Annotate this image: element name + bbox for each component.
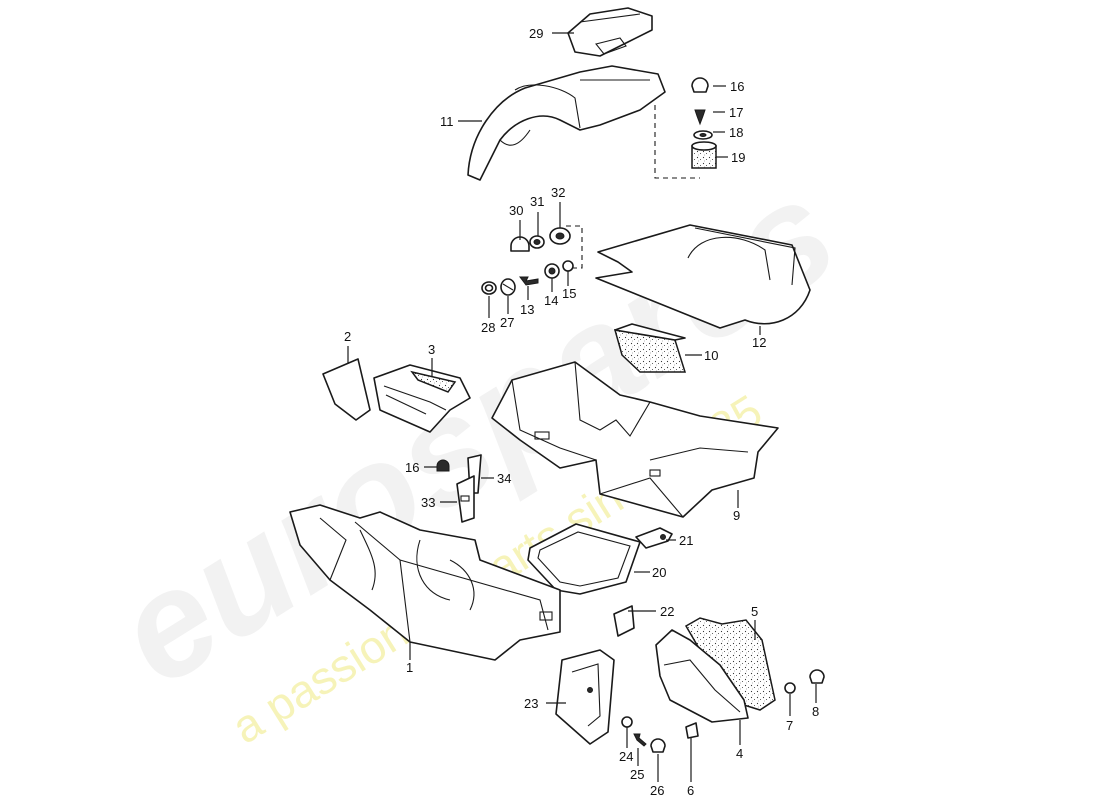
part-4-side-trim [655,629,749,723]
callout-16-top: 16 [730,79,744,94]
part-3-tray [373,364,471,433]
part-25-screw [633,733,647,747]
callout-labels: 29 16 11 17 18 19 30 31 32 28 27 13 14 1… [344,26,819,798]
callout-26: 26 [650,783,664,798]
callout-24: 24 [619,749,633,764]
callout-13: 13 [520,302,534,317]
part-23-kick-panel [555,649,615,745]
part-10-pad [613,323,687,373]
part-20-floor-mat [527,523,641,595]
part-33-bracket [456,475,475,523]
callout-17: 17 [729,105,743,120]
callout-34: 34 [497,471,511,486]
callout-15: 15 [562,286,576,301]
part-18-washer [693,130,713,140]
callout-23: 23 [524,696,538,711]
part-21-clip [635,527,673,549]
part-28-ring [481,281,497,295]
callout-16-lower: 16 [405,460,419,475]
callout-20: 20 [652,565,666,580]
part-15-washer [562,260,574,272]
callout-30: 30 [509,203,523,218]
bracket-11 [654,105,700,179]
part-13-screw [519,276,539,286]
part-8-clip [809,669,825,684]
callout-3: 3 [428,342,435,357]
leader-lines [347,32,817,782]
callout-27: 27 [500,315,514,330]
part-30-cap [510,236,530,252]
part-12-rear-carpet [595,224,811,329]
callout-5: 5 [751,604,758,619]
part-27-washer [500,278,516,296]
callout-29: 29 [529,26,543,41]
part-29-cover [567,7,653,57]
bracket-12 [566,225,583,269]
callout-8: 8 [812,704,819,719]
callout-33: 33 [421,495,435,510]
callout-28: 28 [481,320,495,335]
callout-2: 2 [344,329,351,344]
callout-22: 22 [660,604,674,619]
part-31-nut [529,235,545,249]
part-19-grommet [691,141,717,169]
callout-31: 31 [530,194,544,209]
callout-7: 7 [786,718,793,733]
part-11-wheel-arch-liner [467,65,666,181]
callout-9: 9 [733,508,740,523]
callout-21: 21 [679,533,693,548]
part-22-bracket [613,605,635,637]
part-26-clip [650,738,666,753]
part-17-screw [694,109,706,126]
part-2-panel [322,358,371,421]
part-24-washer [621,716,633,728]
callout-19: 19 [731,150,745,165]
part-14-nut [544,263,560,279]
part-9-floor-carpet [491,361,779,518]
part-32-grommet [549,227,571,245]
callout-1: 1 [406,660,413,675]
part-7-nut [784,682,796,694]
callout-6: 6 [687,783,694,798]
callout-12: 12 [752,335,766,350]
callout-32: 32 [551,185,565,200]
part-16-clip-lower [436,459,450,472]
part-6-clip [685,722,699,739]
callout-14: 14 [544,293,558,308]
callout-10: 10 [704,348,718,363]
part-1-front-carpet [289,504,561,661]
callout-25: 25 [630,767,644,782]
part-16-clip-top [691,77,709,93]
callout-11: 11 [440,114,454,129]
callout-4: 4 [736,746,743,761]
callout-18: 18 [729,125,743,140]
